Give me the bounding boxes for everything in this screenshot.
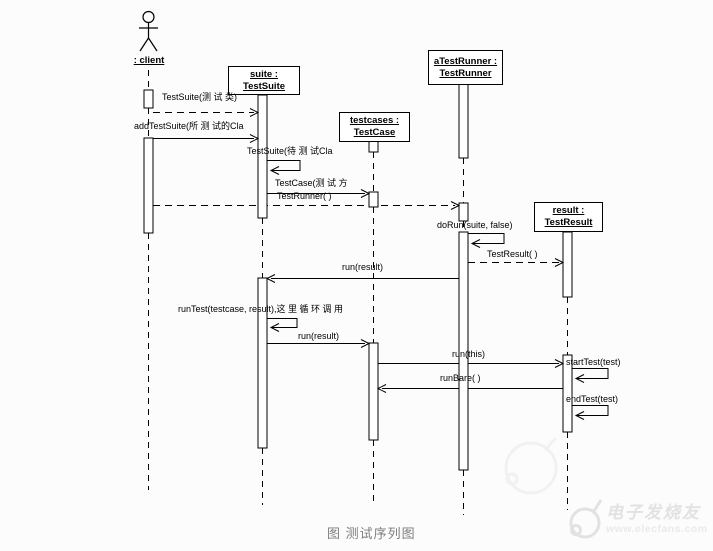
activation-bars [143,82,573,471]
actor-client-figure [139,10,158,52]
object-atestrunner-class: TestRunner [439,67,492,79]
message-label-testresult: TestResult( ) [487,249,538,259]
message-label-starttest: startTest(test) [566,357,621,367]
object-testcases-class: TestCase [353,127,396,138]
object-box-testcases: testcases : TestCase [339,112,410,142]
message-label-runtest-loop: runTest(testcase, result),这 里 循 环 调 用 [178,304,344,314]
object-testcases-name: testcases : [349,115,400,126]
object-atestrunner-name: aTestRunner : [433,55,498,67]
object-suite-name: suite : [250,68,278,80]
watermark-brand: 电子发烧友 [606,503,701,522]
actor-client-label: : client [133,55,165,66]
object-result-name: result : [552,205,585,216]
object-box-atestrunner: aTestRunner : TestRunner [428,50,503,85]
message-label-testsuite-create: TestSuite(测 试 类) [162,92,238,102]
message-label-testsuite-self: TestSuite(待 测 试Cla [247,146,333,156]
watermark-text: 电子发烧友 www.elecfans.com [606,498,708,535]
message-label-endtest: endTest(test) [566,394,619,404]
message-label-runbare: runBare( ) [440,373,481,383]
message-label-run-result-2: run(result) [298,331,340,341]
watermark-url: www.elecfans.com [606,523,708,535]
arrowheads-and-self-messages [249,108,609,420]
message-label-addtestsuite: addTestSuite(所 测 试的Cla [134,121,244,131]
figure-caption: 图 测试序列图 [327,526,416,541]
message-label-testrunner: TestRunner( ) [277,191,332,201]
message-label-run-result-1: run(result) [342,262,384,272]
object-box-suite: suite : TestSuite [228,66,300,95]
message-label-run-this: run(this) [452,349,486,359]
message-label-testcase: TestCase(测 试 方 [275,178,348,188]
object-box-result: result : TestResult [534,202,603,232]
message-label-dorun: doRun(suite, false) [437,220,513,230]
lifelines [148,70,568,515]
watermark-faint-logo [504,436,558,495]
elecfans-logo-icon [569,499,603,539]
object-result-class: TestResult [544,217,593,228]
object-suite-class: TestSuite [242,80,286,92]
